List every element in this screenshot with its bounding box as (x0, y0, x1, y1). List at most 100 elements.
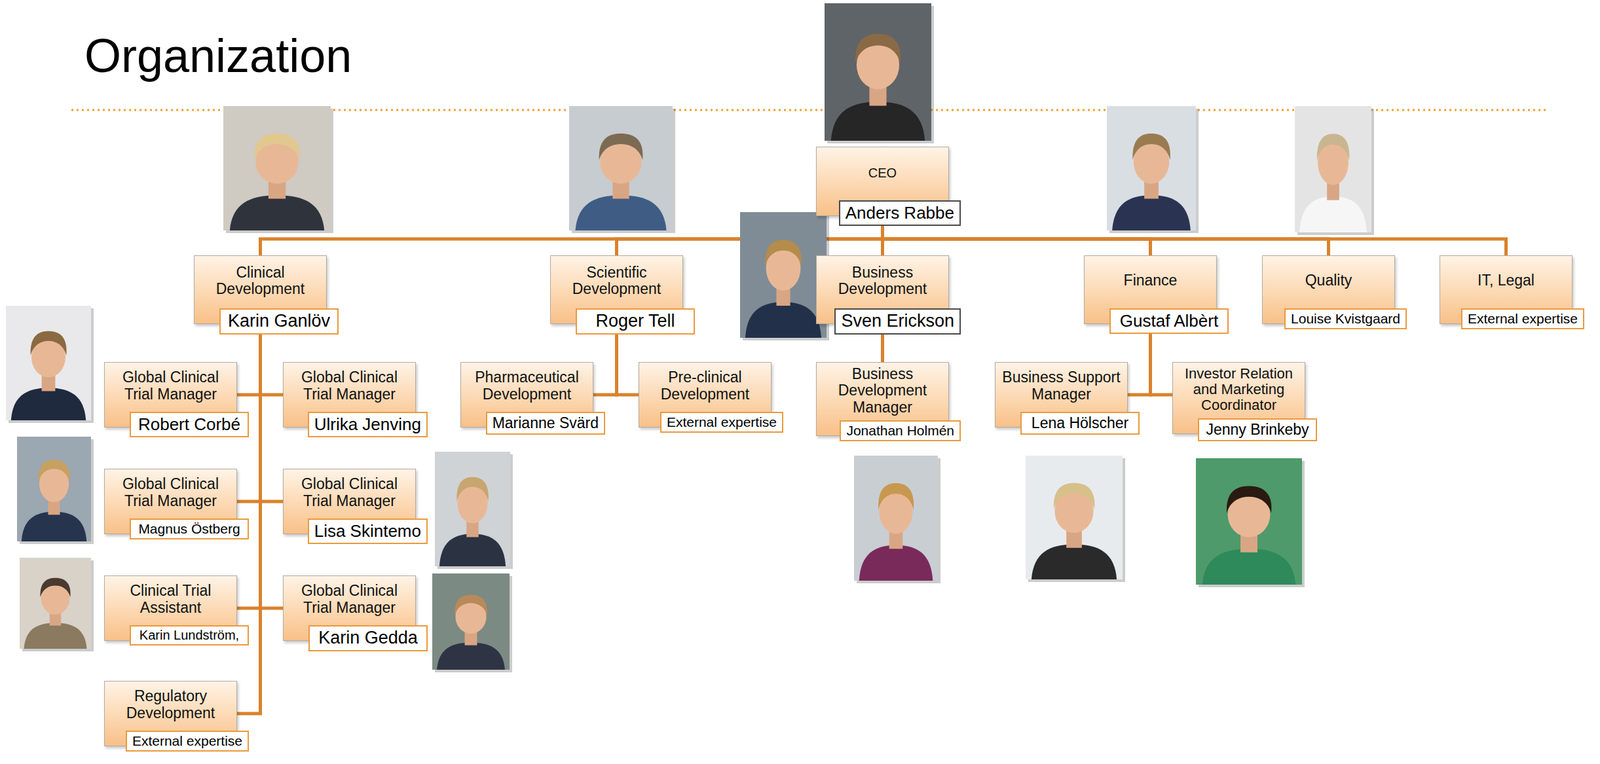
role-title: Global Clinical Trial Manager (287, 369, 412, 403)
org-role-box: Clinical DevelopmentKarin Ganlöv (193, 255, 327, 325)
photo-background (432, 573, 510, 670)
photo-person (1031, 483, 1117, 580)
role-title: Regulatory Development (108, 688, 233, 722)
photo-person (229, 133, 325, 231)
org-role-box: Global Clinical Trial ManagerUlrika Jenv… (282, 362, 416, 428)
portrait-photo (223, 106, 334, 234)
photo-background (740, 212, 827, 338)
portrait-photo (432, 573, 513, 673)
role-title: Global Clinical Trial Manager (287, 582, 412, 617)
photo-background (1106, 106, 1196, 231)
person-name-label: External expertise (125, 730, 249, 752)
org-role-box: FinanceGustaf Albèrt (1083, 255, 1217, 325)
org-role-box: Pharmaceutical DevelopmentMarianne Svärd (460, 362, 594, 428)
role-title: Quality (1266, 272, 1391, 289)
person-name-label: Ulrika Jenving (307, 411, 428, 438)
person-name-label: Marianne Svärd (485, 411, 606, 435)
portrait-photo (5, 305, 94, 424)
portrait-photo (854, 455, 941, 584)
person-name-label: Lisa Skintemo (307, 518, 428, 545)
photo-person (745, 239, 822, 338)
reporting-line (593, 324, 617, 395)
role-title: Finance (1088, 272, 1213, 289)
person-name-label: Louise Kvistgaard (1284, 308, 1407, 330)
portrait-photo (434, 451, 513, 570)
person-name-label: Robert Corbé (129, 411, 249, 438)
person-name-label: Lena Hölscher (1020, 411, 1140, 435)
photo-person (575, 133, 667, 231)
portrait-photo (569, 106, 676, 234)
photo-background (17, 436, 92, 542)
org-role-box: CEOAnders Rabbe (816, 146, 949, 217)
person-name-label: Gustaf Albèrt (1109, 308, 1229, 335)
role-title: Global Clinical Trial Manager (287, 476, 412, 510)
org-role-box: Global Clinical Trial ManagerMagnus Östb… (104, 468, 238, 535)
org-role-box: Business DevelopmentSven Erickson (816, 255, 949, 325)
portrait-photo (1294, 106, 1375, 236)
role-title: Business Development (820, 264, 945, 298)
org-role-box: Global Clinical Trial ManagerLisa Skinte… (282, 468, 416, 535)
person-name-label: External expertise (660, 411, 784, 433)
reporting-line (237, 324, 261, 395)
role-title: Clinical Development (198, 264, 323, 298)
photo-background (569, 106, 673, 231)
portrait-photo (824, 3, 934, 144)
reporting-line (1127, 324, 1151, 395)
org-role-box: QualityLouise Kvistgaard (1262, 255, 1396, 325)
org-role-box: Global Clinical Trial ManagerKarin Gedda (282, 575, 416, 642)
portrait-photo (17, 436, 94, 545)
portrait-photo (1025, 455, 1126, 583)
org-role-box: Pre-clinical DevelopmentExternal experti… (638, 362, 772, 428)
person-name-label: Anders Rabbe (838, 200, 961, 226)
photo-background (223, 106, 331, 231)
person-name-label: Sven Erickson (834, 308, 961, 335)
photo-person (439, 477, 506, 567)
photo-background (1294, 106, 1372, 233)
person-name-label: Karin Gedda (308, 625, 428, 652)
reporting-line (260, 324, 284, 502)
role-title: Global Clinical Trial Manager (108, 476, 233, 510)
person-name-label: Roger Tell (575, 308, 695, 335)
person-name-label: External expertise (1461, 308, 1585, 330)
photo-background (1195, 458, 1303, 585)
person-name-label: Jonathan Holmén (839, 420, 961, 442)
portrait-photo (19, 558, 94, 652)
photo-person (1299, 133, 1367, 233)
reporting-line (260, 324, 284, 609)
photo-background (434, 451, 511, 567)
role-title: IT, Legal (1444, 272, 1568, 289)
page-title: Organization (84, 28, 352, 83)
org-role-box: Investor Relation and Marketing Coordina… (1172, 362, 1306, 435)
person-name-label: Jenny Brinkeby (1197, 418, 1318, 442)
org-role-box: Business Support ManagerLena Hölscher (994, 362, 1128, 428)
role-title: Investor Relation and Marketing Coordina… (1176, 366, 1301, 414)
portrait-photo (1195, 458, 1305, 588)
photo-person (1112, 133, 1191, 231)
photo-person (831, 34, 925, 141)
photo-person (1202, 485, 1297, 585)
reporting-line (1150, 324, 1173, 395)
role-title: CEO (820, 165, 945, 181)
role-title: Business Development Manager (820, 366, 945, 416)
photo-background (854, 455, 938, 581)
photo-person (24, 578, 88, 650)
org-role-box: Global Clinical Trial ManagerRobert Corb… (104, 362, 238, 428)
photo-person (436, 595, 505, 670)
reporting-line (237, 324, 261, 609)
photo-background (824, 3, 932, 141)
photo-background (19, 558, 92, 650)
photo-background (1025, 455, 1123, 580)
role-title: Pre-clinical Development (643, 369, 767, 403)
role-title: Scientific Development (554, 264, 679, 298)
reporting-line (260, 324, 284, 395)
reporting-line (616, 324, 640, 395)
role-title: Business Support Manager (999, 369, 1124, 403)
person-name-label: Karin Lundström, (129, 625, 249, 646)
person-name-label: Karin Ganlöv (219, 308, 339, 335)
portrait-photo (1106, 106, 1199, 234)
org-role-box: Clinical Trial AssistantKarin Lundström, (104, 575, 238, 642)
person-name-label: Magnus Östberg (129, 518, 249, 540)
photo-person (21, 460, 87, 542)
